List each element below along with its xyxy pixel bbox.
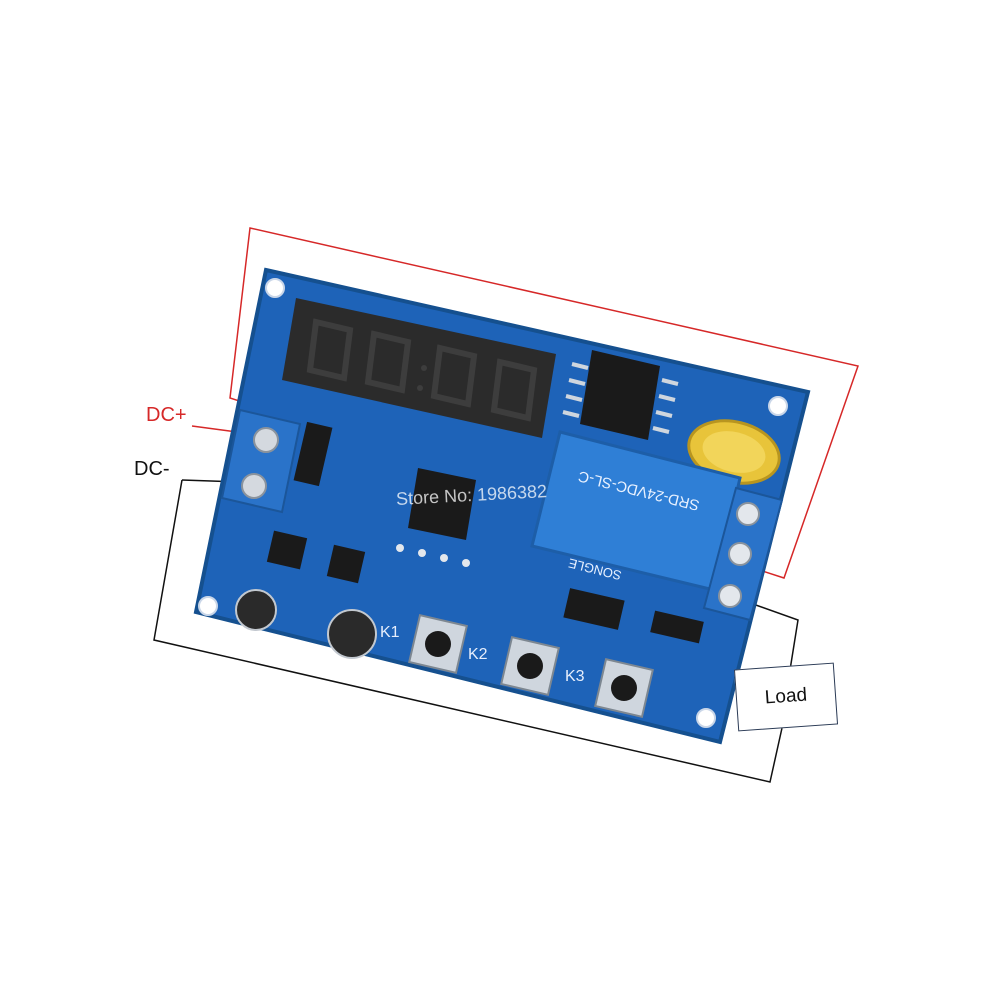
dc-plus-label: DC+ bbox=[146, 404, 187, 426]
capacitor bbox=[235, 589, 277, 631]
microcontroller bbox=[408, 468, 476, 540]
key2-label: K2 bbox=[468, 646, 488, 663]
transistor-chip bbox=[563, 588, 625, 630]
dc-minus-label: DC- bbox=[134, 458, 170, 480]
terminal-screw bbox=[736, 502, 760, 526]
terminal-screw bbox=[728, 542, 752, 566]
mount-hole bbox=[265, 278, 285, 298]
load-label-box: Load bbox=[733, 662, 839, 732]
highlight-frame bbox=[229, 227, 859, 579]
display-colon bbox=[417, 385, 423, 391]
terminal-screw bbox=[241, 473, 267, 499]
regulator-chip bbox=[266, 530, 308, 570]
capacitor bbox=[327, 609, 377, 659]
clock-ic-pins bbox=[562, 362, 679, 434]
pcb-board-shade bbox=[193, 267, 811, 745]
push-button-k2 bbox=[500, 636, 560, 696]
display-colon bbox=[421, 365, 427, 371]
key3-label: K3 bbox=[565, 668, 585, 685]
key1-label: K1 bbox=[380, 624, 400, 641]
clock-ic bbox=[580, 350, 660, 440]
diode-chip bbox=[293, 421, 333, 487]
regulator-chip bbox=[326, 544, 366, 584]
terminal-screw bbox=[253, 427, 279, 453]
push-button-k1 bbox=[408, 614, 468, 674]
diode-chip bbox=[650, 610, 704, 644]
mount-hole bbox=[696, 708, 716, 728]
mount-hole bbox=[768, 396, 788, 416]
mount-hole bbox=[198, 596, 218, 616]
display-digits bbox=[306, 318, 538, 422]
wire-load-to-relay bbox=[735, 597, 799, 671]
wire-dc-minus bbox=[153, 479, 783, 783]
header-pins bbox=[396, 544, 470, 567]
coin-battery-face bbox=[702, 431, 766, 473]
push-button-k3 bbox=[594, 658, 654, 718]
terminal-screw bbox=[718, 584, 742, 608]
load-label: Load bbox=[764, 684, 808, 709]
